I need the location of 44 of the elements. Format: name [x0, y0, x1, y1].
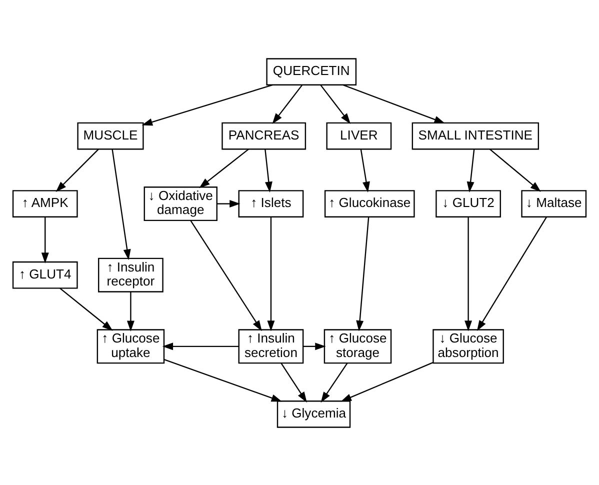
arrow: [60, 287, 113, 330]
node-box: ↑ Glucokinase: [324, 190, 415, 217]
node-box: QUERCETIN: [266, 58, 357, 85]
arrow: [320, 362, 348, 402]
arrow: [464, 216, 472, 331]
node-box: MUSCLE: [77, 122, 144, 150]
node-box: ↓ Glucose absorption: [432, 328, 504, 364]
node-box: PANCREAS: [222, 122, 306, 150]
arrow: [303, 342, 326, 350]
arrow: [320, 84, 351, 124]
node-box: ↑ Glucose uptake: [96, 328, 165, 364]
node-box: ↑ Insulin secretion: [238, 328, 304, 364]
arrow: [272, 84, 303, 124]
node-box: ↑ GLUT4: [12, 260, 78, 288]
node-box: ↑ Insulin receptor: [98, 257, 164, 292]
node-box: ↓ GLUT2: [436, 190, 501, 217]
arrow: [41, 216, 49, 263]
arrow: [489, 148, 541, 192]
node-box: LIVER: [326, 122, 392, 150]
node-box: ↑ AMPK: [12, 190, 78, 217]
node-box: SMALL INTESTINE: [412, 122, 540, 150]
arrow: [342, 84, 446, 123]
arrow: [267, 216, 275, 331]
arrow: [56, 148, 99, 192]
arrow: [466, 148, 475, 192]
arrow: [112, 148, 131, 260]
node-box: ↓ Maltase: [521, 190, 587, 217]
arrow: [476, 216, 548, 331]
arrow: [199, 148, 249, 188]
node-box: ↓ Glycemia: [276, 400, 351, 428]
arrow: [360, 148, 370, 192]
arrow: [162, 342, 239, 350]
arrow: [190, 220, 262, 331]
arrow: [340, 362, 434, 402]
node-box: ↑ Islets: [238, 190, 304, 217]
node-box: ↓ Oxidative damage: [144, 186, 218, 220]
arrow: [216, 200, 240, 208]
node-box: ↑ Glucose storage: [324, 328, 392, 364]
arrow: [142, 84, 273, 126]
arrow: [164, 358, 282, 402]
arrow: [264, 148, 272, 192]
arrow: [356, 216, 370, 331]
arrow: [280, 362, 307, 402]
arrow: [126, 291, 134, 331]
